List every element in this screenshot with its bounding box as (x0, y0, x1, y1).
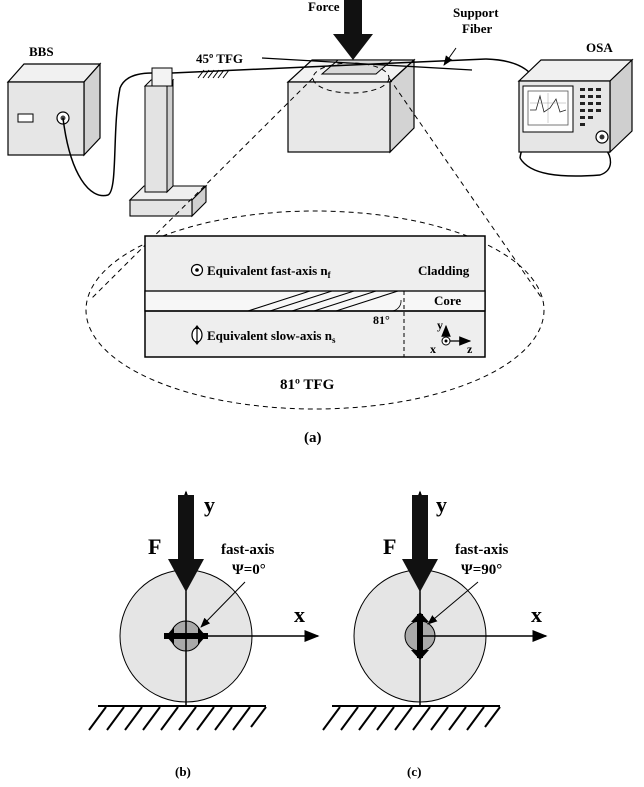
force-arrow-top (333, 0, 373, 60)
tfg45-label: 45º TFG (196, 51, 243, 66)
inset-axis-x: x (430, 342, 436, 356)
caption-b: (b) (175, 764, 191, 779)
panel-b (88, 490, 320, 731)
panel-b-y-label: y (204, 492, 215, 517)
slow-axis-symbol (191, 325, 203, 345)
angle-81-label: 81° (373, 313, 390, 327)
force-label: Force (308, 0, 340, 14)
zoom-projection (85, 62, 545, 410)
inset-axis-y: y (437, 318, 443, 332)
fast-axis-subscript: f (328, 270, 332, 280)
osa-instrument (517, 58, 634, 154)
panel-b-angle: Ψ=0° (232, 562, 266, 578)
bbs-label: BBS (29, 44, 54, 59)
panel-c-y-label: y (436, 492, 447, 517)
osa-label: OSA (586, 40, 613, 55)
cladding-label: Cladding (418, 263, 470, 278)
inset-axis-z: z (467, 342, 473, 356)
inset-axes (441, 324, 472, 346)
caption-c: (c) (407, 764, 421, 779)
panel-c-x-label: x (531, 602, 542, 627)
panel-c-angle: Ψ=90° (461, 562, 502, 578)
loading-block (286, 58, 416, 154)
fiber-holder (128, 67, 208, 218)
panel-c-force-label: F (383, 534, 396, 559)
panel-b-axis-name: fast-axis (221, 542, 274, 558)
bbs-source (6, 62, 102, 157)
core-label: Core (434, 293, 461, 308)
slow-axis-text: Equivalent slow-axis ns (207, 328, 336, 345)
panel-c-axis-name: fast-axis (455, 542, 508, 558)
support-fiber-leader (443, 47, 457, 66)
fast-axis-text: Equivalent fast-axis nf (207, 263, 332, 280)
caption-a: (a) (304, 430, 322, 446)
support-fiber-label-1: Support (453, 5, 499, 20)
slow-axis-subscript: s (332, 335, 336, 345)
panel-b-force-label: F (148, 534, 161, 559)
fast-axis-symbol (190, 263, 204, 277)
panel-c (322, 490, 548, 731)
inset-caption: 81º TFG (280, 377, 335, 393)
support-fiber-label-2: Fiber (462, 21, 493, 36)
tilted-grating-lines (247, 290, 399, 312)
panel-b-x-label: x (294, 602, 305, 627)
